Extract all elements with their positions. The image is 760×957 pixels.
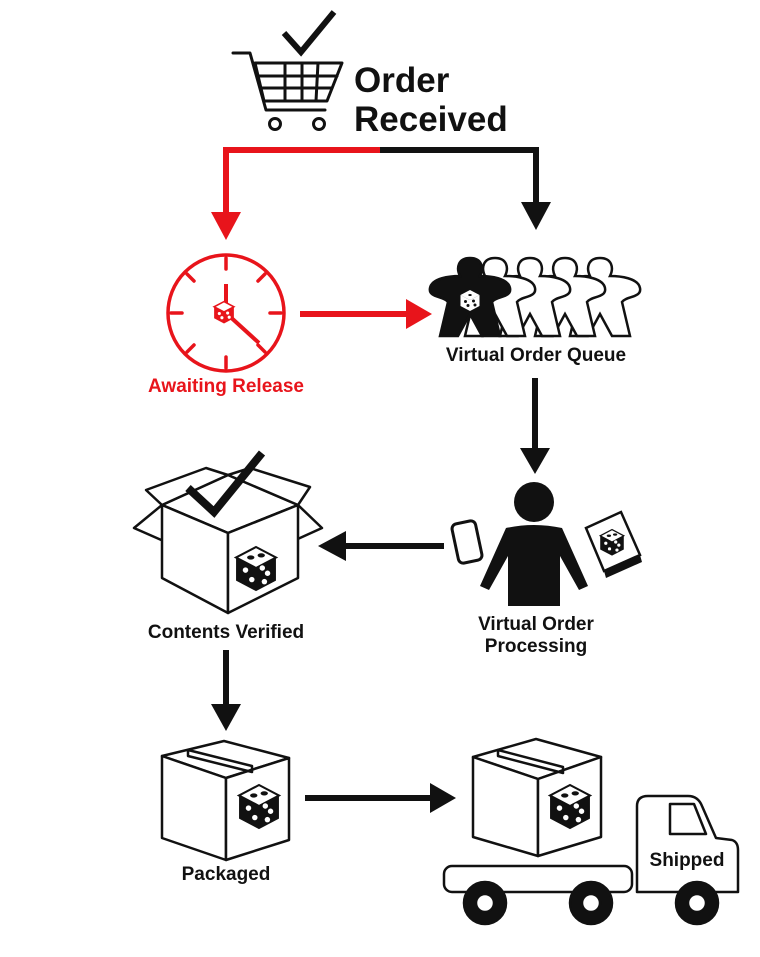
dice-card-icon [584,510,642,578]
label-virtual-order-queue: Virtual Order Queue [445,345,627,366]
arrow-queue-to-processing [520,378,550,474]
arrow-packaged-to-shipped [305,783,456,813]
phone-icon [450,519,484,565]
label-shipped: Shipped [649,850,725,871]
title-line-1: Order [354,61,450,100]
arrow-release-to-queue [300,299,432,329]
truck-icon [442,737,740,926]
label-virtual-order-processing-2: Processing [484,636,588,657]
label-packaged: Packaged [181,864,271,885]
split-connector [211,147,551,240]
label-virtual-order-processing-1: Virtual Order [478,614,594,635]
shopping-cart-icon [231,51,344,131]
checkmark-icon [185,450,266,518]
checkmark-icon [281,10,337,57]
label-contents-verified: Contents Verified [147,622,305,643]
arrow-processing-to-verified [318,531,444,561]
open-box-icon [132,466,324,615]
person-icon [480,482,588,606]
meeple-queue-icon [428,256,642,338]
title-line-2: Received [354,100,508,139]
label-awaiting-release: Awaiting Release [148,376,304,397]
clock-icon [166,253,286,373]
arrow-verified-to-packaged [211,650,241,731]
